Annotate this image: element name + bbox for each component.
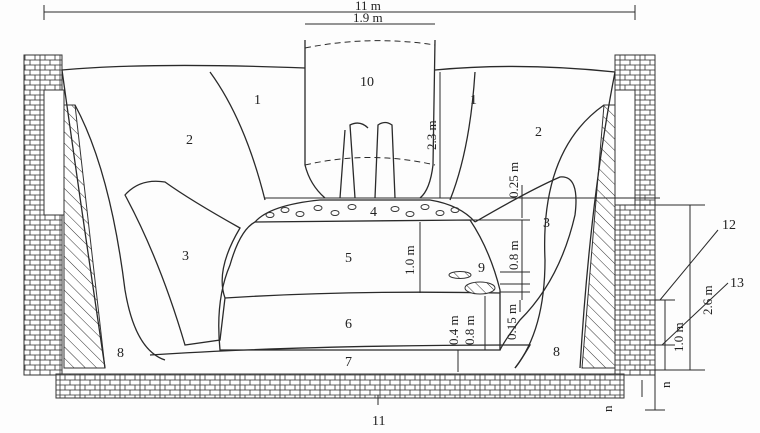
zone5-outline — [218, 219, 501, 351]
zone8-right-label: 8 — [553, 345, 560, 360]
zone4-label: 4 — [370, 205, 377, 220]
zone3-left-label: 3 — [182, 249, 189, 264]
zone8-left — [74, 104, 166, 361]
left-wall-notch — [43, 89, 65, 216]
zone2-right-label: 2 — [535, 125, 542, 140]
dim-bath-height: 2.6 m — [700, 285, 715, 315]
zone5-label: 5 — [345, 251, 352, 266]
electrode-dashed-top — [304, 40, 436, 166]
dim-gap: 0.15 m — [504, 304, 519, 340]
dim-bottom-b: n — [600, 405, 615, 412]
zone5-6-boundary — [224, 291, 501, 299]
zone3-right-label: 3 — [543, 216, 550, 231]
dim-upper-right: 0.8 m — [506, 240, 521, 270]
dim-bottom-a: n — [658, 381, 673, 388]
zone1-right-label: 1 — [470, 93, 477, 108]
dim-lower-b: 0.8 m — [462, 315, 477, 345]
zone3-right — [474, 176, 577, 351]
dim-top-layer: 0.25 m — [506, 162, 521, 198]
zone11-label: 11 — [372, 414, 385, 429]
right-wall-notch — [614, 89, 636, 206]
zone9-label: 9 — [478, 261, 485, 276]
zone2-left-boundary — [61, 69, 266, 369]
dimension-lines — [43, 5, 729, 411]
zone2-left-label: 2 — [186, 133, 193, 148]
zone3-left — [124, 180, 241, 346]
dim-electrode-height: 2.3 m — [424, 120, 439, 150]
hearth-bricks — [55, 373, 625, 399]
zone4-particles — [265, 204, 460, 218]
zone7-label: 7 — [345, 355, 352, 370]
dim-lower-a: 0.4 m — [446, 315, 461, 345]
zone7-outline — [149, 344, 532, 369]
zone9-pocket-small — [448, 271, 472, 279]
zone8-right — [514, 104, 605, 369]
burden-surface — [61, 64, 616, 73]
zone13-label: 13 — [730, 276, 744, 291]
dim-tap-height: 1.0 m — [671, 322, 686, 352]
zone9-pocket-large — [464, 281, 496, 295]
zone12-label: 12 — [722, 218, 736, 233]
zone10-label: 10 — [360, 75, 374, 90]
right-lining-hatch — [581, 104, 616, 369]
dim-total-width: 11 m — [355, 0, 381, 13]
zone1-left-label: 1 — [254, 93, 261, 108]
dim-zone5-height: 1.0 m — [402, 245, 417, 275]
zone8-left-label: 8 — [117, 346, 124, 361]
electrode-10 — [304, 39, 436, 199]
dim-electrode-width: 1.9 m — [353, 10, 383, 25]
zone2-right-boundary — [449, 71, 616, 369]
zone6-label: 6 — [345, 317, 352, 332]
